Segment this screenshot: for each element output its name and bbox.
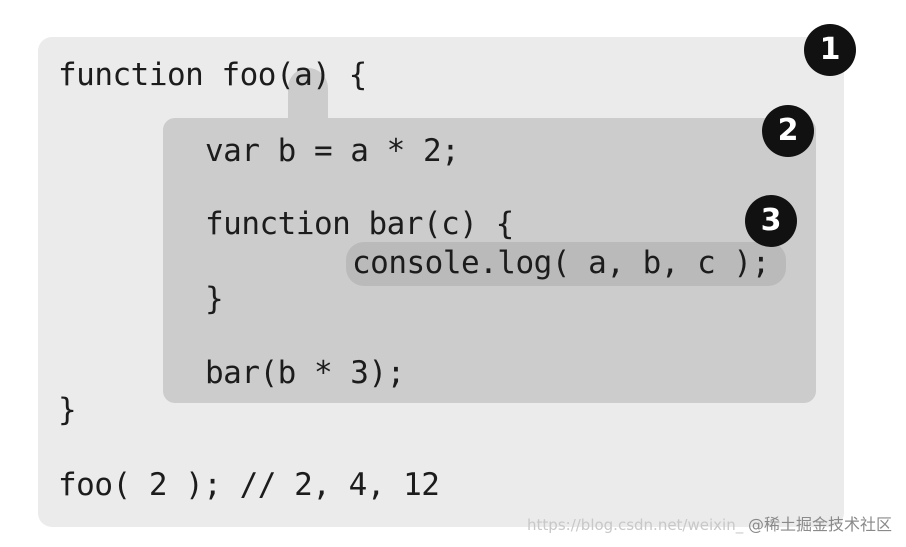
code-line-bar-close: } (205, 281, 224, 317)
code-line-var-b: var b = a * 2; (205, 133, 460, 169)
watermark-brand: @稀土掘金技术社区 (747, 515, 892, 534)
code-line-console-log: console.log( a, b, c ); (352, 245, 770, 281)
watermark-url: https://blog.csdn.net/weixin_ (527, 516, 744, 534)
code-line-foo-call: foo( 2 ); // 2, 4, 12 (58, 467, 440, 503)
code-line-function-foo: function foo(a) { (58, 57, 367, 93)
code-line-function-bar: function bar(c) { (205, 206, 514, 242)
scope-bubble-bar (346, 242, 786, 286)
scope-badge-3: 3 (745, 195, 797, 247)
scope-badge-2: 2 (762, 105, 814, 157)
watermark: https://blog.csdn.net/weixin_ @稀土掘金技术社区 (527, 511, 892, 535)
code-line-bar-call: bar(b * 3); (205, 355, 405, 391)
code-line-foo-close: } (58, 392, 77, 428)
scope-bubble-foo-neck (288, 68, 328, 126)
scope-badge-1: 1 (804, 24, 856, 76)
